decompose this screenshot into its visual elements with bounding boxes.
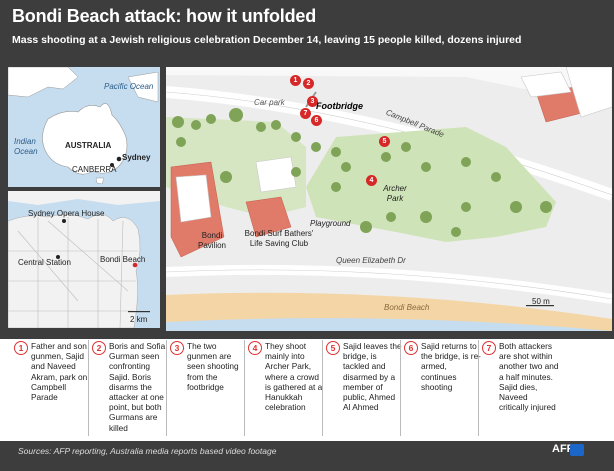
step-divider (166, 340, 167, 436)
step-text: Boris and Sofia Gurman seen confronting … (109, 341, 166, 433)
marker-2: 2 (303, 78, 314, 89)
steps-strip (0, 339, 614, 441)
step-item: 1 Father and son gunmen, Sajid and Navee… (14, 339, 87, 439)
step-divider (400, 340, 401, 436)
inset-region-map: Pacific Ocean Indian Ocean AUSTRALIA Syd… (8, 67, 160, 187)
label-surf-club: Bondi Surf Bathers' Life Saving Club (244, 229, 314, 248)
label-playground: Playground (310, 219, 351, 228)
main-map: 1 2 3 4 5 6 7 Car park Footbridge Campbe… (166, 67, 612, 331)
step-item: 4 They shoot mainly into Archer Park, wh… (248, 339, 322, 439)
step-divider (244, 340, 245, 436)
step-text: Father and son gunmen, Sajid and Naveed … (31, 341, 88, 403)
label-canberra: CANBERRA (72, 165, 117, 174)
label-opera-house: Sydney Opera House (28, 209, 105, 218)
step-number: 3 (170, 341, 184, 355)
label-sydney: Sydney (122, 153, 151, 162)
region-map-graphic (8, 67, 159, 185)
label-central-station: Central Station (18, 258, 71, 267)
label-archer-park: Archer Park (383, 184, 407, 203)
scale-2km: 2 km (130, 315, 148, 324)
step-text: Sajid leaves the bridge, is tackled and … (343, 341, 402, 413)
marker-1: 1 (290, 75, 301, 86)
step-number: 1 (14, 341, 28, 355)
page-title: Bondi Beach attack: how it unfolded (12, 6, 317, 26)
label-australia: AUSTRALIA (65, 141, 112, 150)
scale-50m: 50 m (532, 297, 550, 306)
step-number: 5 (326, 341, 340, 355)
marker-3: 3 (307, 96, 318, 107)
step-item: 5 Sajid leaves the bridge, is tackled an… (326, 339, 402, 439)
step-number: 2 (92, 341, 106, 355)
sydney-map-graphic (8, 191, 160, 328)
step-divider (478, 340, 479, 436)
step-text: The two gunmen are seen shooting from th… (187, 341, 239, 392)
step-number: 7 (482, 341, 496, 355)
step-text: They shoot mainly into Archer Park, wher… (265, 341, 323, 413)
step-item: 7 Both attackers are shot within another… (482, 339, 559, 439)
step-number: 6 (404, 341, 418, 355)
marker-4: 4 (366, 175, 377, 186)
main-map-graphic (166, 67, 612, 331)
afp-logo-text: AFP (552, 443, 574, 455)
step-text: Sajid returns to the bridge, is re-armed… (421, 341, 481, 392)
step-text: Both attackers are shot within another t… (499, 341, 559, 413)
label-indian-ocean: Indian Ocean (14, 137, 38, 156)
inset-sydney-map: Sydney Opera House Central Station Bondi… (8, 191, 160, 328)
step-item: 3 The two gunmen are seen shooting from … (170, 339, 242, 439)
step-divider (88, 340, 89, 436)
marker-5: 5 (379, 136, 390, 147)
marker-6: 6 (311, 115, 322, 126)
step-item: 6 Sajid returns to the bridge, is re-arm… (404, 339, 481, 439)
afp-logo-icon (570, 444, 584, 456)
marker-7: 7 (300, 108, 311, 119)
label-pacific-ocean: Pacific Ocean (104, 82, 154, 91)
label-bondi-beach-main: Bondi Beach (384, 303, 430, 312)
step-item: 2 Boris and Sofia Gurman seen confrontin… (92, 339, 165, 439)
label-bondi-pavilion: Bondi Pavilion (197, 231, 226, 250)
source-note: Sources: AFP reporting, Australia media … (18, 446, 277, 456)
label-footbridge: Footbridge (316, 101, 363, 111)
steps-list: 1 Father and son gunmen, Sajid and Navee… (0, 339, 614, 441)
label-bondi-beach-inset: Bondi Beach (100, 255, 146, 264)
step-number: 4 (248, 341, 262, 355)
step-divider (322, 340, 323, 436)
label-car-park: Car park (254, 98, 285, 107)
label-queen-elizabeth-dr: Queen Elizabeth Dr (336, 256, 406, 265)
page-subtitle: Mass shooting at a Jewish religious cele… (12, 34, 522, 46)
